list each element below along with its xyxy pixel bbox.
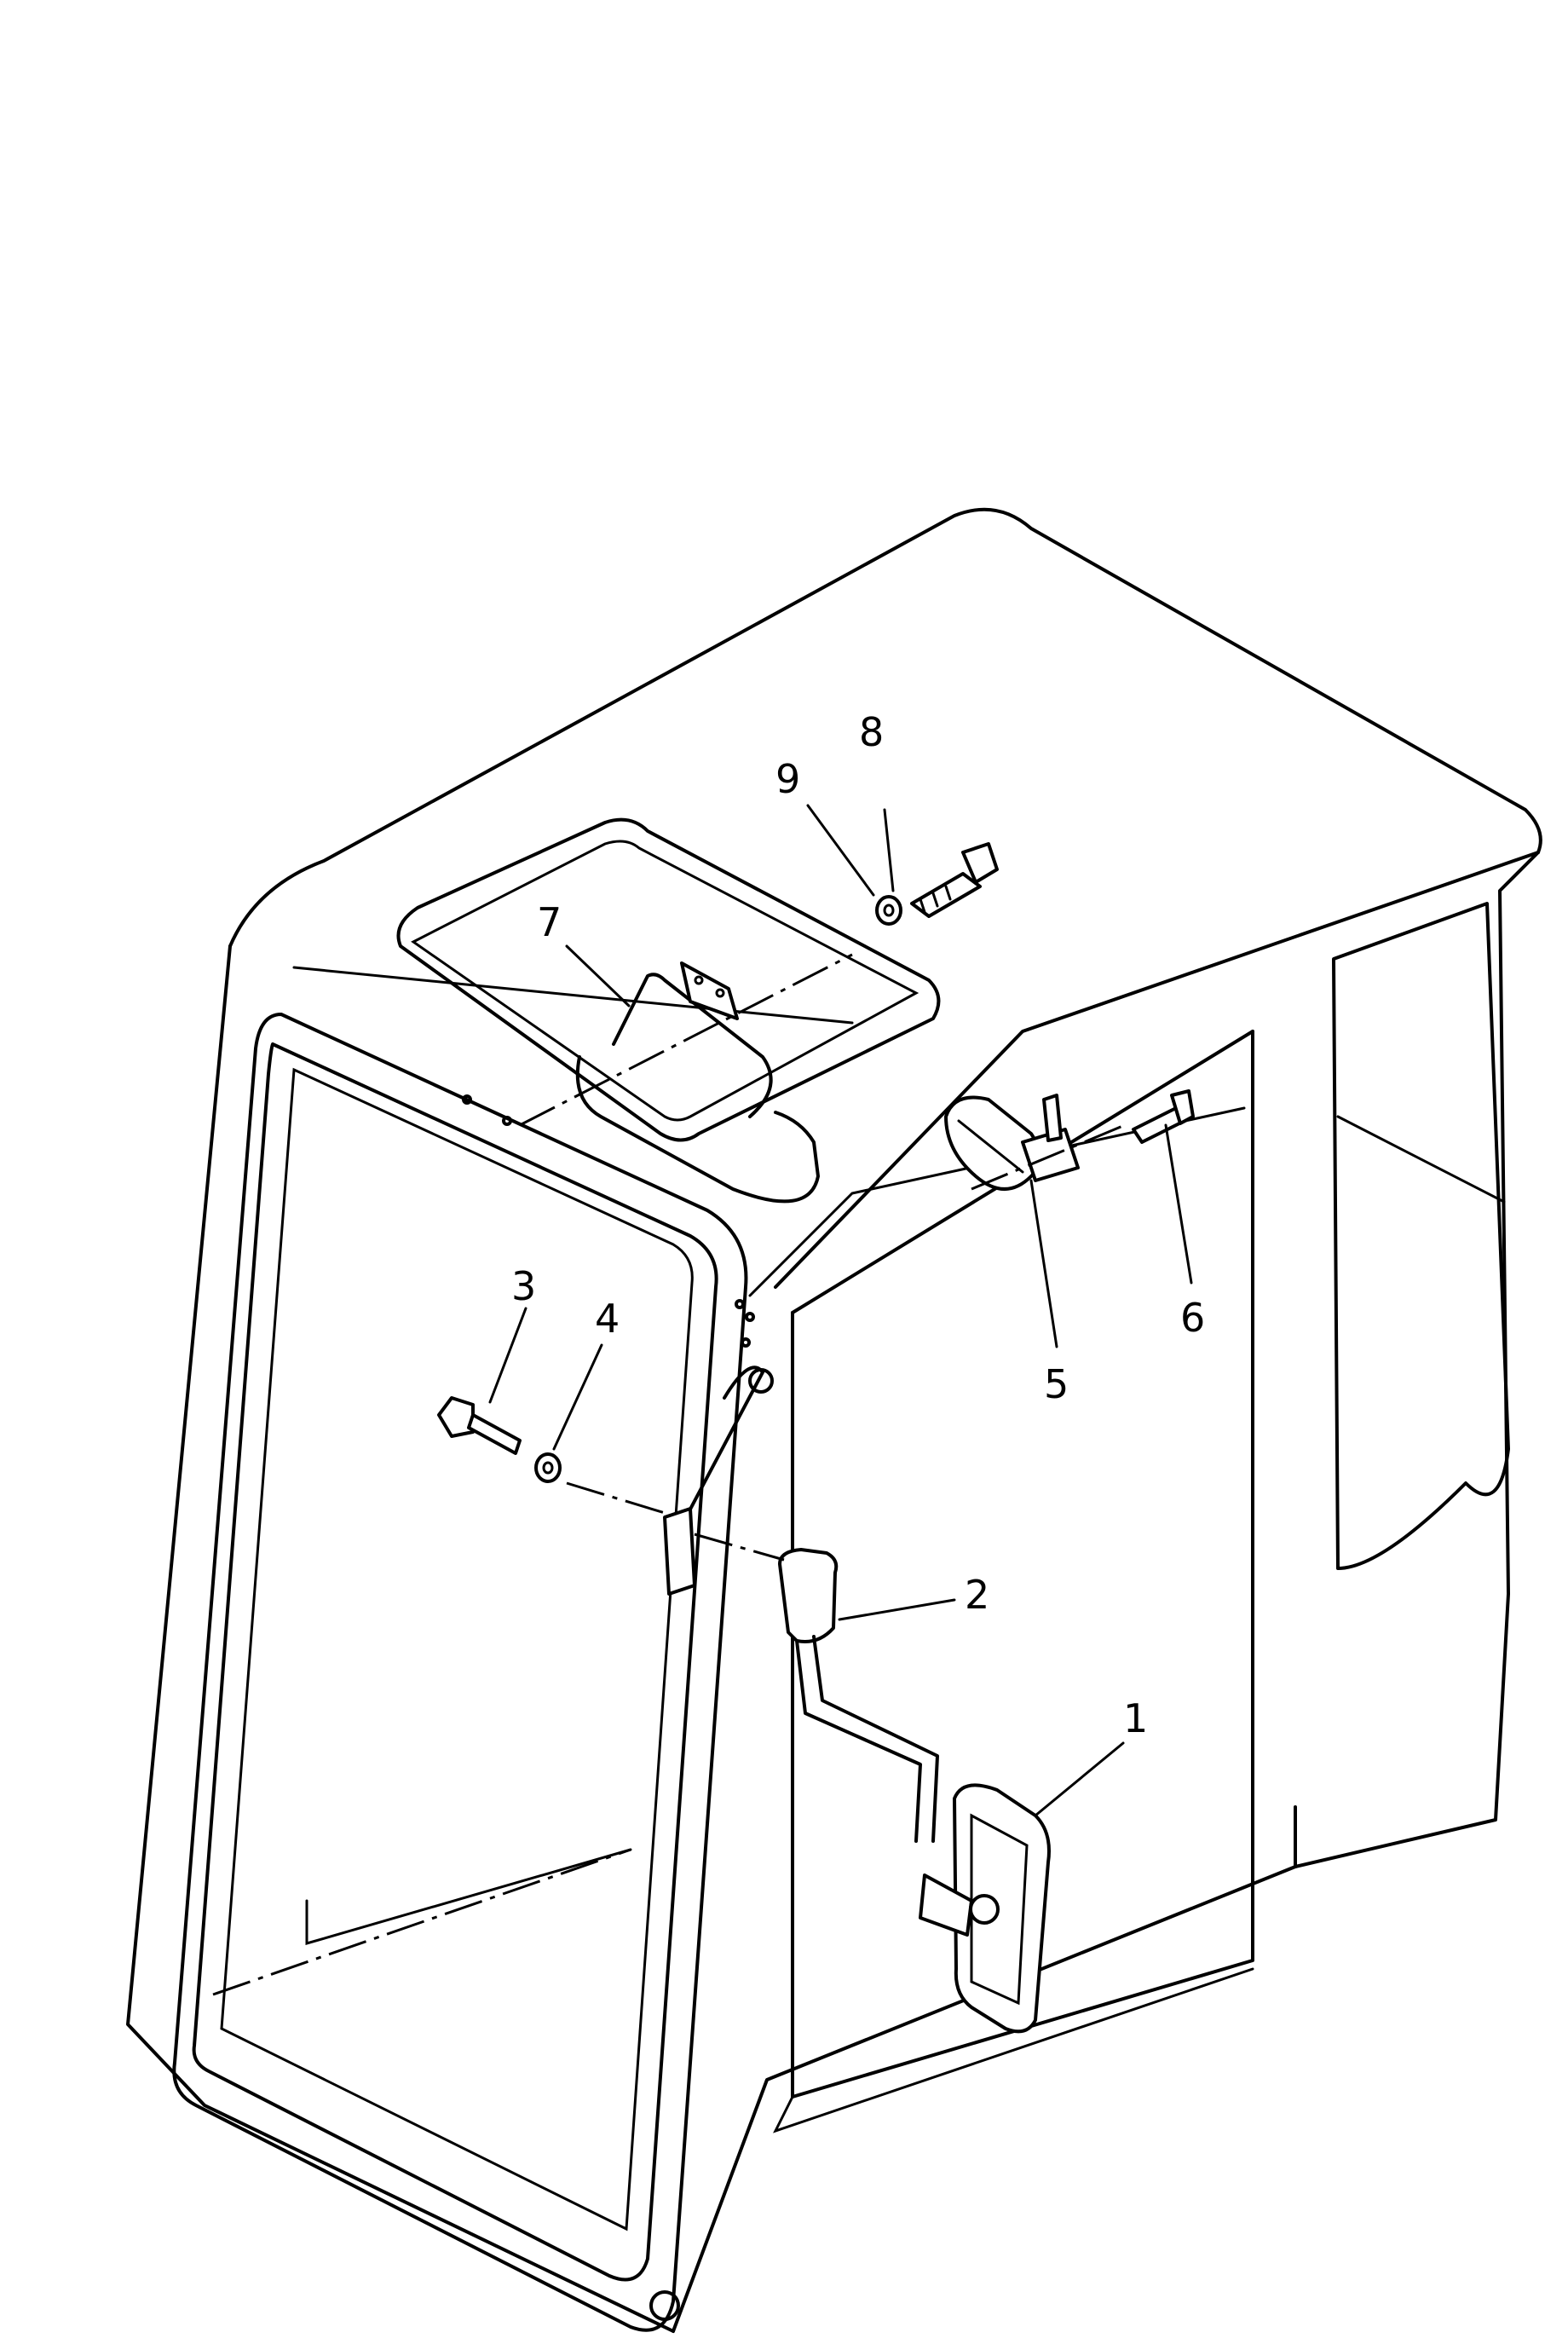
washer-part-9 [875, 895, 902, 926]
inner-mirror-part-7 [519, 953, 853, 1204]
mirror-bracket-part-5 [944, 1094, 1126, 1191]
front-window-frame [172, 1013, 774, 2332]
bolt-part-3 [437, 1396, 522, 1455]
callout-1: 1 [1123, 1695, 1148, 1741]
mirror-stay-part-2 [566, 1365, 939, 1843]
bolt-part-8 [910, 842, 999, 918]
callout-2: 2 [965, 1572, 989, 1618]
callout-leaders [488, 804, 1193, 1817]
washer-part-4 [534, 1452, 562, 1483]
callout-3: 3 [511, 1263, 536, 1309]
callout-7: 7 [537, 899, 562, 945]
callout-6: 6 [1180, 1295, 1205, 1341]
mirror-part-1 [919, 1783, 1051, 2034]
cab-body [126, 507, 1542, 2333]
callout-5: 5 [1044, 1361, 1069, 1407]
callout-4: 4 [595, 1296, 620, 1342]
callout-numbers: 1 2 3 4 5 6 7 8 9 [511, 709, 1205, 1741]
roof-hatch [396, 817, 941, 1142]
callout-8: 8 [859, 709, 884, 755]
callout-9: 9 [775, 756, 800, 802]
bolt-part-6 [1132, 1089, 1195, 1144]
